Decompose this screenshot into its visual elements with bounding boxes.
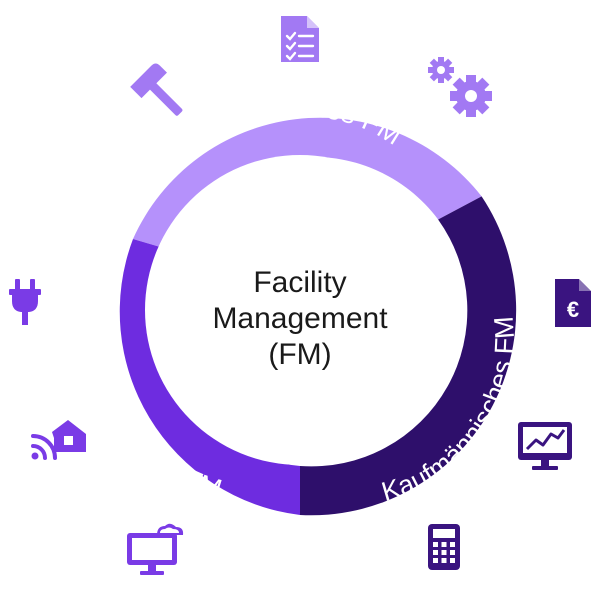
checklist-icon — [281, 16, 319, 62]
ring — [119, 117, 517, 516]
chart-monitor-icon — [518, 422, 572, 470]
hammer-icon — [130, 63, 183, 116]
segment-kaufmaennisches-fm[interactable] — [300, 196, 517, 516]
center-title-line3: (FM) — [268, 338, 331, 371]
euro-document-icon: € — [555, 279, 591, 327]
cloud-monitor-icon — [127, 523, 184, 575]
gears-icon — [428, 57, 492, 117]
segment-technisches-fm[interactable] — [133, 117, 482, 251]
center-title-line1: Facility — [253, 266, 346, 299]
segment-infrastrukturelles-fm[interactable] — [119, 239, 301, 515]
plug-icon — [9, 279, 41, 325]
calculator-icon — [428, 524, 460, 570]
center-title-line2: Management — [212, 302, 388, 335]
center-title: Facility Management (FM) — [212, 266, 388, 371]
ring-inner-hole — [145, 155, 455, 465]
svg-text:€: € — [567, 297, 579, 322]
smart-home-icon — [31, 420, 86, 460]
